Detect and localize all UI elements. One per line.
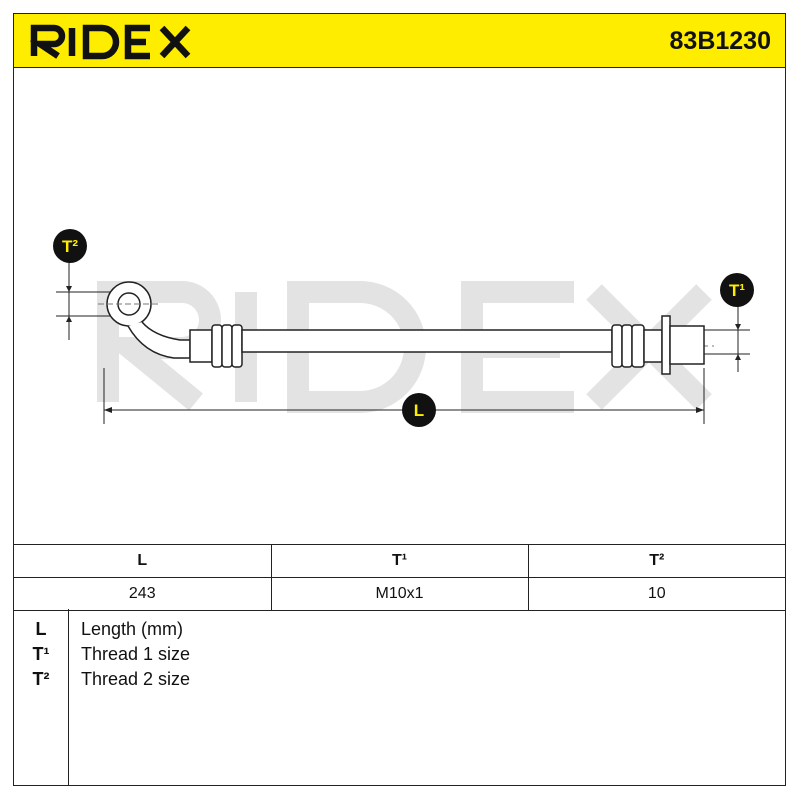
header-t1: T¹ xyxy=(270,544,529,578)
spec-table: L T¹ T² 243 M10x1 10 xyxy=(14,544,785,611)
spec-header-row: L T¹ T² xyxy=(14,544,785,578)
header-l: L xyxy=(14,544,272,578)
legend-divider xyxy=(68,609,69,785)
legend: L Length (mm) T¹ Thread 1 size T² Thread… xyxy=(14,609,785,785)
brand-logo xyxy=(29,22,210,65)
value-l: 243 xyxy=(14,577,272,611)
hose xyxy=(189,315,705,375)
legend-key: T¹ xyxy=(32,644,50,664)
value-t2: 10 xyxy=(527,577,785,611)
legend-item: L Length (mm) xyxy=(14,619,785,643)
legend-desc: Thread 2 size xyxy=(81,669,191,689)
legend-item: T² Thread 2 size xyxy=(14,669,785,693)
legend-key: T² xyxy=(32,669,50,689)
spec-value-row: 243 M10x1 10 xyxy=(14,577,785,611)
header-bar: 83B1230 xyxy=(14,14,785,68)
banjo-fitting xyxy=(106,281,191,359)
legend-item: T¹ Thread 1 size xyxy=(14,644,785,668)
legend-key: L xyxy=(35,619,47,639)
technical-drawing: T² T¹ L xyxy=(14,68,785,544)
header-t2: T² xyxy=(527,544,785,578)
part-number: 83B1230 xyxy=(669,27,771,55)
t2-marker: T² xyxy=(62,237,78,256)
spec-sheet: 83B1230 xyxy=(13,13,786,786)
value-t1: M10x1 xyxy=(270,577,529,611)
legend-desc: Thread 1 size xyxy=(81,644,191,664)
legend-desc: Length (mm) xyxy=(81,619,184,639)
t1-marker: T¹ xyxy=(729,281,745,300)
length-marker: L xyxy=(414,401,424,420)
